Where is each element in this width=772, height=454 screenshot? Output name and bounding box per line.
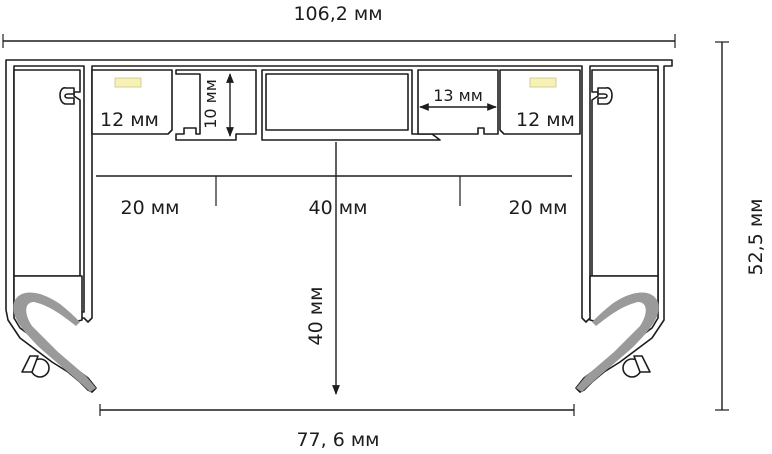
opening-label: 77, 6 мм: [296, 429, 379, 451]
section-left-label: 20 мм: [121, 197, 180, 219]
section-right-label: 20 мм: [509, 197, 568, 219]
overall-width-label: 106,2 мм: [293, 3, 382, 25]
diffuser-right: [576, 275, 659, 392]
inner-depth-label: 40 мм: [305, 287, 327, 346]
led-strip-left: [114, 77, 142, 88]
slot-height-label: 10 мм: [201, 79, 220, 129]
led-right-label: 12 мм: [516, 109, 575, 131]
center-box-inner: [265, 73, 409, 131]
diffuser-left: [13, 275, 96, 392]
slot-width-label: 13 мм: [433, 86, 483, 105]
led-left-label: 12 мм: [100, 109, 159, 131]
profile-body: [5, 59, 673, 393]
led-strip-right: [529, 77, 557, 88]
section-center-label: 40 мм: [309, 197, 368, 219]
overall-height-label: 52,5 мм: [745, 198, 767, 275]
